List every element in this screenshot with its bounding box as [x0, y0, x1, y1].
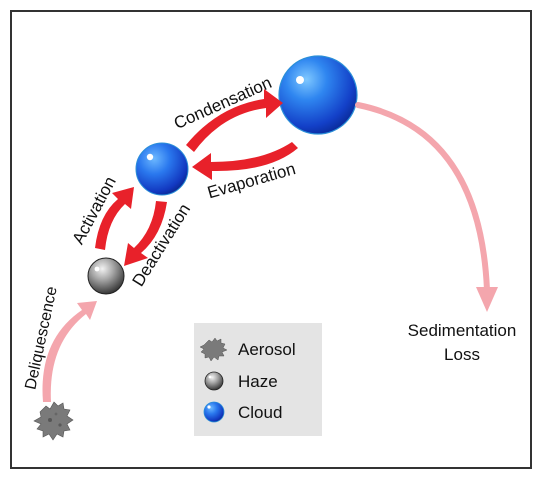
activation-arrow	[95, 187, 134, 250]
sedimentation-arrow	[355, 102, 498, 312]
large-cloud-droplet	[278, 55, 358, 135]
sedimentation-label-line2: Loss	[444, 345, 480, 364]
haze-droplet	[87, 257, 125, 295]
legend: Aerosol Haze Cloud	[194, 323, 322, 436]
aerosol-icon	[199, 337, 228, 362]
legend-haze-label: Haze	[238, 372, 278, 391]
haze-droplet-icon	[204, 371, 224, 391]
legend-cloud-label: Cloud	[238, 403, 282, 422]
sedimentation-label-line1: Sedimentation	[408, 321, 517, 340]
evaporation-arrow	[192, 142, 298, 180]
cloud-droplet-icon	[203, 401, 225, 423]
deliquescence-arrow	[42, 301, 97, 402]
deactivation-arrow	[124, 201, 167, 266]
condensation-arrow	[186, 89, 283, 152]
cloud-droplet	[135, 142, 189, 196]
aerosol-particle	[33, 401, 74, 441]
legend-aerosol-label: Aerosol	[238, 340, 296, 359]
